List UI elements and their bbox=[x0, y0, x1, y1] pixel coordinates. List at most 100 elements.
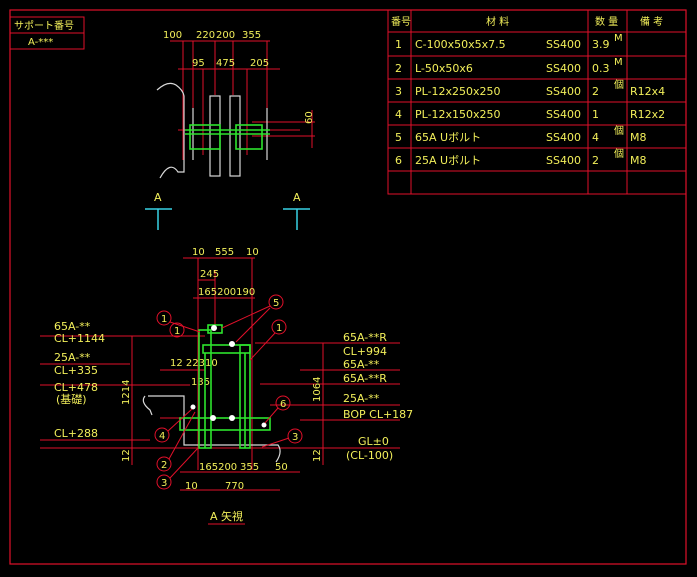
elev-dim-165200190: 165200190 bbox=[198, 287, 255, 298]
elev-dim-inner: 12 22310 bbox=[170, 358, 218, 369]
bom-table: 番号 材 料 数 量 備 考 bbox=[387, 9, 687, 195]
bom-cell-grade: SS400 bbox=[546, 85, 581, 98]
bom-cell-grade: SS400 bbox=[546, 38, 581, 51]
bom-cell-no: 6 bbox=[395, 154, 402, 167]
svg-text:3: 3 bbox=[292, 432, 298, 443]
label-65A-R-2: 65A-**R bbox=[343, 372, 387, 385]
balloon-3-left: 3 bbox=[156, 447, 199, 490]
bom-cell-unit: M bbox=[614, 57, 623, 68]
plan-view: 100 220 200 355 95 475 205 60 A A bbox=[145, 30, 315, 230]
balloon-5: 5 bbox=[221, 294, 284, 343]
elev-dim-50: 50 bbox=[275, 462, 288, 473]
plan-dim-95: 95 bbox=[192, 58, 205, 69]
elev-dim-165200: 165200 bbox=[199, 462, 237, 473]
label-cl478: CL+478 bbox=[54, 381, 98, 394]
bom-cell-grade: SS400 bbox=[546, 131, 581, 144]
plan-dim-60: 60 bbox=[304, 111, 315, 124]
balloon-3-right: 3 bbox=[261, 428, 303, 448]
bom-row: 3 PL-12x250x250 SS400 2 R12x4 個 bbox=[395, 78, 665, 98]
bom-cell-no: 2 bbox=[395, 62, 402, 75]
bom-cell-note: R12x2 bbox=[630, 108, 665, 121]
elev-dim-12-left: 12 bbox=[121, 449, 132, 462]
svg-text:4: 4 bbox=[159, 431, 165, 442]
bom-cell-unit: 個 bbox=[614, 124, 624, 137]
bom-cell-no: 5 bbox=[395, 131, 402, 144]
elev-dim-10b: 10 bbox=[246, 247, 259, 258]
svg-text:6: 6 bbox=[280, 399, 286, 410]
bom-row: 2 L-50x50x6 SS400 0.3 M bbox=[395, 57, 623, 75]
bom-cell-note: M8 bbox=[630, 154, 647, 167]
bom-row: 6 25A Uボルト SS400 2 M8 個 bbox=[395, 147, 647, 167]
elev-dim-12-right: 12 bbox=[312, 449, 323, 462]
elevation-view: 10 555 10 245 165200190 12 22310 135 121… bbox=[40, 247, 413, 525]
plan-dim-220: 220 bbox=[196, 30, 215, 41]
bom-cell-no: 1 bbox=[395, 38, 402, 51]
label-65A-R-1: 65A-**R bbox=[343, 331, 387, 344]
support-number-box: サポート番号 A-*** bbox=[9, 16, 85, 50]
support-number-label: サポート番号 bbox=[14, 20, 74, 32]
bom-cell-unit: 個 bbox=[614, 147, 624, 160]
bom-cell-qty: 2 bbox=[592, 154, 599, 167]
svg-text:3: 3 bbox=[161, 478, 167, 489]
balloon-1-b: 1 bbox=[169, 322, 185, 338]
label-25A-right: 25A-** bbox=[343, 392, 380, 405]
bom-cell-material: L-50x50x6 bbox=[415, 62, 473, 75]
bom-cell-qty: 1 bbox=[592, 108, 599, 121]
plan-dim-205: 205 bbox=[250, 58, 269, 69]
support-number-value: A-*** bbox=[28, 37, 53, 48]
balloon-2: 2 bbox=[156, 411, 196, 472]
elev-dim-555: 555 bbox=[215, 247, 234, 258]
view-title: A 矢視 bbox=[210, 509, 243, 523]
bom-cell-no: 4 bbox=[395, 108, 402, 121]
svg-text:1: 1 bbox=[174, 326, 180, 337]
bom-cell-grade: SS400 bbox=[546, 62, 581, 75]
bom-cell-qty: 4 bbox=[592, 131, 599, 144]
bom-header-no: 番号 bbox=[391, 16, 411, 28]
elev-dim-1064: 1064 bbox=[312, 377, 323, 402]
bom-header-material: 材 料 bbox=[486, 15, 509, 28]
label-cl1144: CL+1144 bbox=[54, 332, 105, 345]
plan-dim-100: 100 bbox=[163, 30, 182, 41]
elev-dim-245: 245 bbox=[200, 269, 219, 280]
bom-cell-material: 65A Uボルト bbox=[415, 131, 481, 144]
label-gl0: GL±0 bbox=[358, 435, 389, 448]
bom-cell-material: PL-12x250x250 bbox=[415, 85, 501, 98]
svg-text:A: A bbox=[154, 191, 162, 204]
bom-cell-note: R12x4 bbox=[630, 85, 665, 98]
bom-header-qty: 数 量 bbox=[595, 15, 618, 28]
plan-dim-355: 355 bbox=[242, 30, 261, 41]
plan-dim-200: 200 bbox=[216, 30, 235, 41]
elev-dim-135: 135 bbox=[191, 377, 210, 388]
label-cl335: CL+335 bbox=[54, 364, 98, 377]
elev-dim-355-bottom: 355 bbox=[240, 462, 259, 473]
elev-dim-10a: 10 bbox=[192, 247, 205, 258]
svg-text:A: A bbox=[293, 191, 301, 204]
bom-cell-grade: SS400 bbox=[546, 154, 581, 167]
label-cl288: CL+288 bbox=[54, 427, 98, 440]
elev-dim-1214: 1214 bbox=[121, 380, 132, 405]
svg-text:2: 2 bbox=[161, 460, 167, 471]
balloon-6: 6 bbox=[264, 395, 291, 424]
balloon-4: 4 bbox=[154, 408, 193, 443]
bom-cell-qty: 3.9 bbox=[592, 38, 610, 51]
bom-cell-material: PL-12x150x250 bbox=[415, 108, 501, 121]
svg-text:1: 1 bbox=[276, 323, 282, 334]
bom-row: 1 C-100x50x5x7.5 SS400 3.9 M bbox=[395, 33, 623, 51]
bom-cell-material: C-100x50x5x7.5 bbox=[415, 38, 506, 51]
label-65A-left: 65A-** bbox=[54, 320, 91, 333]
drawing-frame bbox=[9, 9, 687, 565]
bom-cell-qty: 2 bbox=[592, 85, 599, 98]
bom-cell-unit: M bbox=[614, 33, 623, 44]
bom-cell-material: 25A Uボルト bbox=[415, 154, 481, 167]
bom-cell-no: 3 bbox=[395, 85, 402, 98]
bom-cell-qty: 0.3 bbox=[592, 62, 610, 75]
bom-cell-unit: 個 bbox=[614, 78, 624, 91]
svg-text:1: 1 bbox=[161, 314, 167, 325]
elev-dim-770: 770 bbox=[225, 481, 244, 492]
balloon-1-c: 1 bbox=[249, 319, 287, 361]
label-cl-100: (CL-100) bbox=[346, 449, 393, 462]
elev-dim-10-bottom: 10 bbox=[185, 481, 198, 492]
svg-text:5: 5 bbox=[273, 298, 279, 309]
